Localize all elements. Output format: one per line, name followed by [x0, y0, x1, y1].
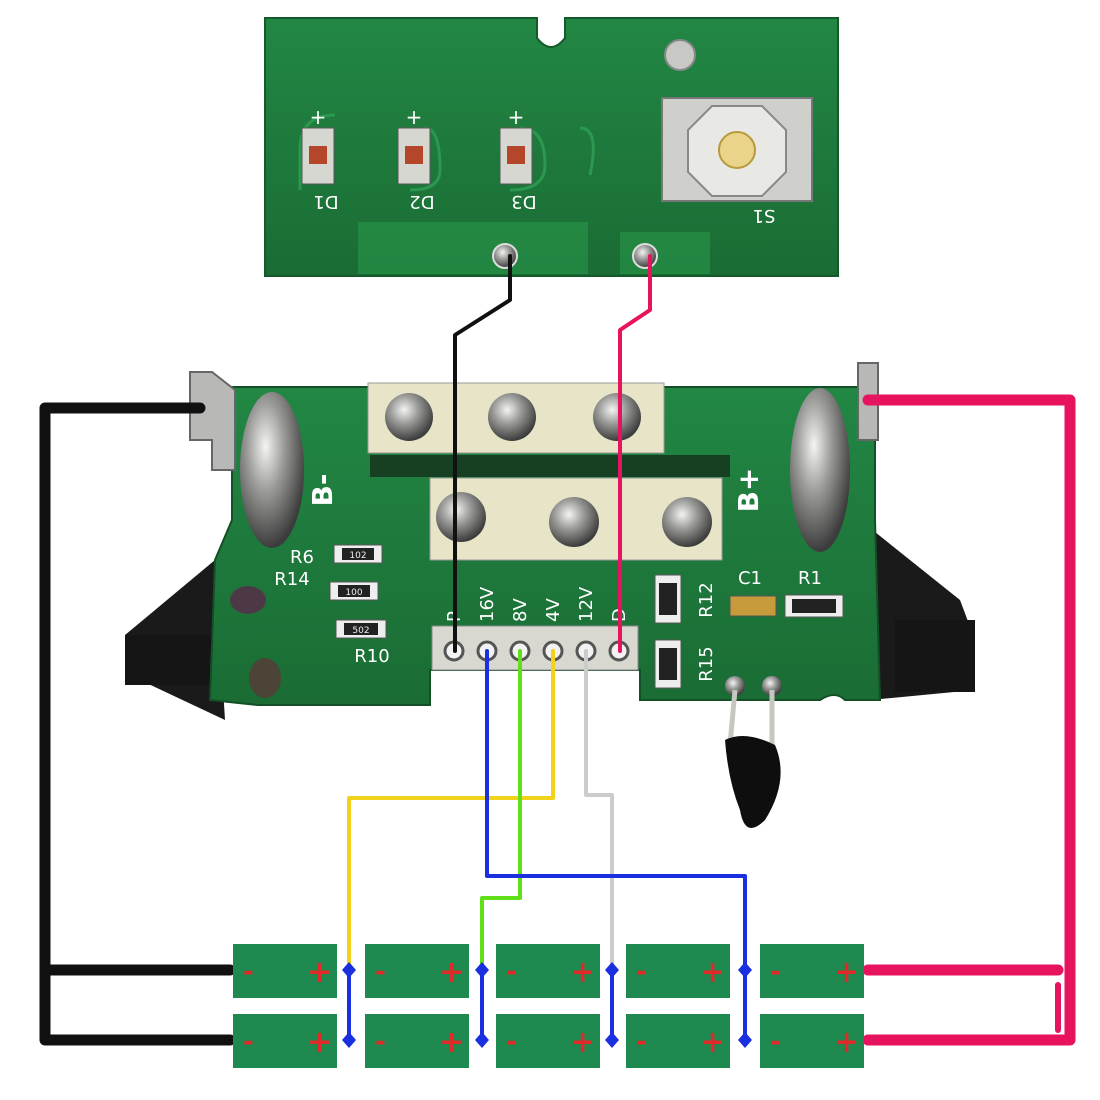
- capacitor-label-c1: C1: [738, 568, 762, 589]
- wire-12v: [584, 649, 614, 972]
- contact-pads: [385, 393, 712, 547]
- battery-cell-body: [626, 1014, 730, 1068]
- wires: [39, 254, 1076, 1046]
- battery-cell-positive-label: +: [834, 1025, 859, 1060]
- pin-label-8v: 8V: [510, 598, 531, 622]
- led-board-mount-hole: [664, 39, 696, 71]
- battery-cell: -+: [496, 1014, 600, 1068]
- main-board-holder-left: [125, 635, 220, 685]
- main-board: B- B+ 102 100 502 R6 R14 R10 R12 R1: [125, 362, 975, 828]
- main-board-holder-right: [895, 620, 975, 692]
- wire-p-signal: [453, 254, 512, 653]
- pin-label-12v: 12V: [576, 586, 597, 622]
- contact-strip-gap: [370, 455, 730, 477]
- wire-4v: [347, 649, 555, 972]
- smd-code-r10: 502: [352, 626, 369, 636]
- wire-8v: [480, 649, 522, 972]
- led-d1-label: D1: [313, 191, 338, 212]
- battery-cell: -+: [626, 1014, 730, 1068]
- led-d2: + D2: [397, 105, 435, 212]
- battery-cell: -+: [626, 944, 730, 998]
- battery-cell: -+: [365, 1014, 469, 1068]
- terminal-plus-label: B+: [732, 468, 765, 513]
- battery-cell: -+: [233, 944, 337, 998]
- burn-mark: [230, 586, 266, 614]
- resistor-label-r14: R14: [274, 569, 309, 590]
- terminal-minus-label: B-: [306, 474, 339, 507]
- battery-cell: -+: [365, 944, 469, 998]
- header-block: [431, 625, 639, 671]
- battery-cell-positive-label: +: [570, 955, 595, 990]
- battery-cell-negative-label: -: [770, 957, 781, 987]
- led-board: + D1 + D2 + D3 S1: [264, 17, 839, 277]
- battery-cell-negative-label: -: [636, 1027, 647, 1057]
- smd-code-r6: 102: [349, 551, 366, 561]
- battery-cell: -+: [760, 1014, 864, 1068]
- junction-dots: [342, 962, 752, 1048]
- battery-cell: -+: [233, 1014, 337, 1068]
- battery-cell: -+: [496, 944, 600, 998]
- resistor-label-r6: R6: [290, 547, 314, 568]
- wire-pack-minus: [39, 402, 236, 1046]
- solder-blob-b-minus: [240, 392, 304, 548]
- led-d1-polarity: +: [310, 105, 327, 129]
- led-d1: + D1: [301, 105, 339, 212]
- battery-cell-body: [496, 1014, 600, 1068]
- burn-mark: [249, 658, 281, 698]
- led-board-pcb: [264, 17, 839, 277]
- resistor-label-r15: R15: [696, 646, 717, 681]
- battery-cell-positive-label: +: [700, 955, 725, 990]
- solder-pad-icon: [492, 243, 518, 269]
- battery-cell-body: [760, 944, 864, 998]
- pin-label-16v: 16V: [477, 586, 498, 622]
- led-d2-label: D2: [409, 191, 434, 212]
- smd-resistors-right: [654, 574, 844, 689]
- battery-cell-body: [233, 1014, 337, 1068]
- battery-cell-negative-label: -: [243, 1027, 254, 1057]
- wire-16v: [485, 649, 747, 972]
- switch-label: S1: [753, 205, 776, 226]
- battery-cell-positive-label: +: [439, 955, 464, 990]
- led-d2-polarity: +: [406, 105, 423, 129]
- led-d3-polarity: +: [508, 105, 525, 129]
- battery-cell-negative-label: -: [636, 957, 647, 987]
- led-d3: + D3: [499, 105, 537, 212]
- led-d3-label: D3: [511, 191, 536, 212]
- battery-cell: -+: [760, 944, 864, 998]
- battery-cell-body: [365, 1014, 469, 1068]
- battery-cell-positive-label: +: [307, 955, 332, 990]
- thermistor-icon: [725, 676, 782, 828]
- battery-cell-body: [233, 944, 337, 998]
- battery-cell-body: [760, 1014, 864, 1068]
- battery-cell-body: [626, 944, 730, 998]
- battery-cell-positive-label: +: [570, 1025, 595, 1060]
- battery-cell-positive-label: +: [307, 1025, 332, 1060]
- terminal-tab-left: [189, 371, 236, 471]
- solder-pad-icon: [632, 243, 658, 269]
- resistor-label-r1: R1: [798, 568, 822, 589]
- pin-label-4v: 4V: [543, 598, 564, 622]
- smd-resistors-left: 102 100 502: [329, 544, 387, 639]
- battery-cell-negative-label: -: [375, 957, 386, 987]
- smd-code-r14: 100: [345, 588, 362, 598]
- resistor-label-r10: R10: [354, 646, 389, 667]
- battery-cell-body: [496, 944, 600, 998]
- battery-cell-negative-label: -: [770, 1027, 781, 1057]
- battery-cell-negative-label: -: [375, 1027, 386, 1057]
- battery-cell-negative-label: -: [243, 957, 254, 987]
- wire-d-signal: [618, 254, 652, 653]
- battery-cell-positive-label: +: [439, 1025, 464, 1060]
- wire-pack-plus: [862, 394, 1076, 1046]
- cell-array: -+-+-+-+-+-+-+-+-+-+: [233, 944, 864, 1068]
- battery-cell-positive-label: +: [834, 955, 859, 990]
- battery-cell-negative-label: -: [506, 1027, 517, 1057]
- tactile-switch-icon: S1: [661, 97, 813, 226]
- battery-cell-negative-label: -: [506, 957, 517, 987]
- battery-cell-body: [365, 944, 469, 998]
- led-board-lower-pad-area: [358, 222, 588, 274]
- resistor-label-r12: R12: [696, 582, 717, 617]
- battery-cell-positive-label: +: [700, 1025, 725, 1060]
- solder-blob-b-plus: [790, 388, 850, 552]
